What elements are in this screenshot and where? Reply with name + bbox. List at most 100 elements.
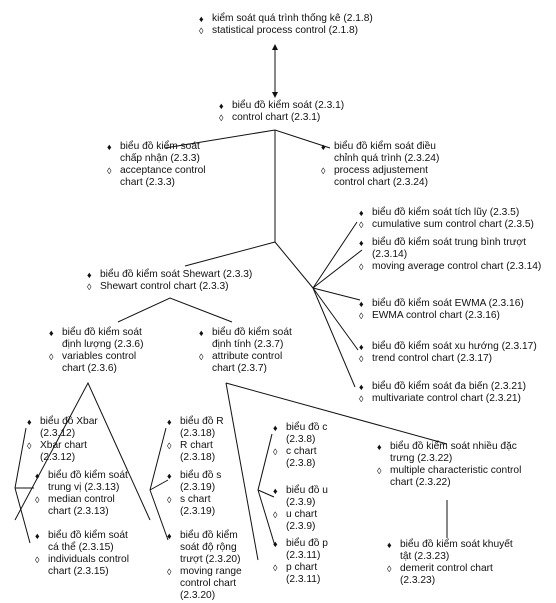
node-s-english: ◊s chart (2.3.19) <box>166 494 221 518</box>
hollow-diamond-icon: ◊ <box>359 220 364 230</box>
node-text: biểu đồ kiểm soát đa biến (2.3.21) <box>372 381 527 392</box>
node-demerit-vietnamese: ♦biểu đồ kiểm soát khuyết tật (2.3.23) <box>386 539 513 563</box>
node-demerit-english: ◊demerit control chart (2.3.23) <box>386 563 513 587</box>
node-u-english: ◊ u chart (2.3.9) <box>272 509 328 533</box>
link-var-branches <box>14 381 151 521</box>
node-p: ♦biểu đồ p (2.3.11)◊p chart (2.3.11) <box>272 538 328 586</box>
node-text: median control chart (2.3.13) <box>48 494 115 517</box>
hollow-diamond-icon: ◊ <box>359 354 364 364</box>
node-mchar-vietnamese: ♦biểu đồ kiểm soát nhiều đặc trưng (2.3.… <box>376 441 521 465</box>
node-text: process adjustement control chart (2.3.2… <box>334 165 429 188</box>
node-mavg: ♦ biểu đồ kiểm soát trung bình trượt (2.3… <box>358 237 541 273</box>
node-text: biểu đồ kiểm soát (2.3.1) <box>232 100 345 111</box>
filled-diamond-icon: ♦ <box>27 417 32 427</box>
link-hub-ewma <box>312 287 361 301</box>
node-text: biểu đồ kiểm soát định tính (2.3.7) <box>212 327 292 350</box>
node-text: biểu đồ kiểm soát xu hướng (2.3.17) <box>372 341 537 352</box>
hollow-diamond-icon: ◊ <box>167 567 172 577</box>
node-cusum-vietnamese: ♦biểu đồ kiểm soát tích lũy (2.3.5) <box>358 207 534 219</box>
node-var: ♦biểu đồ kiểm soát định lượng (2.3.6)◊va… <box>48 327 143 375</box>
filled-diamond-icon: ♦ <box>359 382 364 392</box>
link-hub-trend <box>312 287 359 351</box>
node-padj: ♦biểu đồ kiểm soát điều chỉnh quá trình … <box>320 141 439 189</box>
filled-diamond-icon: ♦ <box>35 471 40 481</box>
node-multi-english: ◊ multivariate control chart (2.3.21) <box>358 393 526 405</box>
node-text: control chart (2.3.1) <box>232 112 321 123</box>
node-cusum-english: ◊cumulative sum control chart (2.3.5) <box>358 219 534 231</box>
hollow-diamond-icon: ◊ <box>273 447 278 457</box>
filled-diamond-icon: ♦ <box>167 417 172 427</box>
node-text: R chart (2.3.18) <box>180 440 216 463</box>
node-text: biểu đồ kiểm soát trung vị (2.3.13) <box>48 470 128 493</box>
node-acc: ♦biểu đồ kiểm soát chấp nhận (2.3.3)◊acc… <box>106 141 206 189</box>
node-r: ♦biểu đồ R (2.3.18)◊R chart (2.3.18) <box>166 416 224 464</box>
node-text: biểu đồ kiểm soát độ rộng trượt (2.3.20) <box>180 530 241 565</box>
node-trend-vietnamese: ♦ biểu đồ kiểm soát xu hướng (2.3.17) <box>358 341 537 353</box>
node-text: biểu đồ kiểm soát khuyết tật (2.3.23) <box>400 539 513 562</box>
filled-diamond-icon: ♦ <box>359 208 364 218</box>
link-shew-branches <box>117 297 233 323</box>
filled-diamond-icon: ♦ <box>107 142 112 152</box>
node-text: biểu đồ kiểm soát trung bình trượt (2.3.… <box>372 237 526 260</box>
node-text: statistical process control (2.1.8) <box>212 25 359 36</box>
node-mchar: ♦biểu đồ kiểm soát nhiều đặc trưng (2.3.… <box>376 441 521 489</box>
filled-diamond-icon: ♦ <box>359 342 364 352</box>
node-text: acceptance control chart (2.3.3) <box>120 165 206 188</box>
node-attr-english: ◊attribute control chart (2.3.7) <box>198 351 292 375</box>
link-hub-mavg <box>312 249 363 289</box>
link-rhub-s <box>149 479 169 491</box>
node-mr-vietnamese: ♦ biểu đồ kiểm soát độ rộng trượt (2.3.20… <box>166 530 242 566</box>
node-padj-english: ◊ process adjustement control chart (2.3.… <box>320 165 439 189</box>
hollow-diamond-icon: ◊ <box>199 352 204 362</box>
filled-diamond-icon: ♦ <box>359 238 364 248</box>
node-acc-english: ◊acceptance control chart (2.3.3) <box>106 165 206 189</box>
filled-diamond-icon: ♦ <box>49 328 54 338</box>
node-ewma-english: ◊EWMA control chart (2.3.16) <box>358 310 524 322</box>
node-text: biểu đồ kiểm soát EWMA (2.3.16) <box>372 298 524 309</box>
node-text: biểu đồ kiểm soát Shewart (2.3.3) <box>100 269 253 280</box>
hollow-diamond-icon: ◊ <box>321 166 326 176</box>
node-text: Shewart control chart (2.3.3) <box>100 281 229 292</box>
node-padj-vietnamese: ♦biểu đồ kiểm soát điều chỉnh quá trình … <box>320 141 439 165</box>
node-mchar-english: ◊multiple characteristic control chart (… <box>376 465 521 489</box>
node-cc-english: ◊control chart (2.3.1) <box>218 112 344 124</box>
node-attr: ♦biểu đồ kiểm soát định tính (2.3.7)◊att… <box>198 327 292 375</box>
node-indiv-english: ◊individuals control chart (2.3.15) <box>34 554 129 578</box>
node-text: biểu đồ kiểm soát nhiều đặc trưng (2.3.2… <box>390 441 517 464</box>
node-var-vietnamese: ♦ biểu đồ kiểm soát định lượng (2.3.6) <box>48 327 143 351</box>
hollow-diamond-icon: ◊ <box>167 495 172 505</box>
link-rhub-r <box>149 427 167 491</box>
node-text: biểu đồ kiểm soát định lượng (2.3.6) <box>62 327 144 350</box>
link-hub-multi <box>312 287 356 388</box>
node-median-english: ◊median control chart (2.3.13) <box>34 494 128 518</box>
filled-diamond-icon: ♦ <box>199 14 204 24</box>
node-root-vietnamese: ♦kiểm soát quá trình thống kê (2.1.8) <box>198 13 373 25</box>
hollow-diamond-icon: ◊ <box>35 555 40 565</box>
filled-diamond-icon: ♦ <box>167 471 172 481</box>
node-text: biểu đồ c (2.3.8) <box>286 422 328 445</box>
node-shew-english: ◊ Shewart control chart (2.3.3) <box>86 281 252 293</box>
filled-diamond-icon: ♦ <box>321 142 326 152</box>
filled-diamond-icon: ♦ <box>35 531 40 541</box>
node-multi-vietnamese: ♦ biểu đồ kiểm soát đa biến (2.3.21) <box>358 381 526 393</box>
node-cusum: ♦biểu đồ kiểm soát tích lũy (2.3.5)◊cumu… <box>358 207 534 231</box>
node-xbar-english: ◊Xbar chart (2.3.12) <box>26 440 98 464</box>
node-text: biểu đồ kiểm soát cá thể (2.3.15) <box>48 530 128 553</box>
node-p-english: ◊p chart (2.3.11) <box>272 562 328 586</box>
link-attr-left <box>225 382 259 561</box>
node-text: u chart (2.3.9) <box>286 509 318 532</box>
hollow-diamond-icon: ◊ <box>359 394 364 404</box>
node-ewma: ♦ biểu đồ kiểm soát EWMA (2.3.16)◊EWMA co… <box>358 298 524 322</box>
filled-diamond-icon: ♦ <box>359 299 364 309</box>
node-acc-vietnamese: ♦biểu đồ kiểm soát chấp nhận (2.3.3) <box>106 141 206 165</box>
node-mavg-english: ◊moving average control chart (2.3.14) <box>358 261 541 273</box>
node-u: ♦biểu đồ u (2.3.9)◊u chart (2.3.9) <box>272 485 328 533</box>
node-text: multivariate control chart (2.3.21) <box>372 393 521 404</box>
link-ahub-c <box>257 433 273 491</box>
hollow-diamond-icon: ◊ <box>87 282 92 292</box>
filled-diamond-icon: ♦ <box>273 486 278 496</box>
link-lhub-indiv <box>14 487 31 544</box>
node-text: EWMA control chart (2.3.16) <box>372 310 500 321</box>
filled-diamond-icon: ♦ <box>167 531 172 541</box>
hollow-diamond-icon: ◊ <box>273 510 278 520</box>
